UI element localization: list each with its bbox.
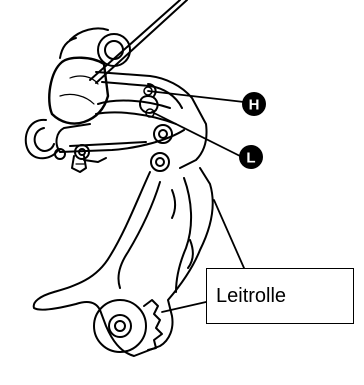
leader-lines [148,91,244,156]
cable-clamp [72,156,106,172]
low-limit-marker-label: L [246,150,255,167]
derailleur-body [49,58,206,168]
hanger-loop [26,120,58,158]
high-limit-marker-label: H [249,97,260,114]
guide-pulley [94,300,162,352]
leitrolle-callout-label: Leitrolle [216,285,286,308]
derailleur-cage [34,168,213,356]
leitrolle-callout-box: Leitrolle [206,268,354,324]
high-limit-marker: H [242,92,266,116]
low-limit-marker: L [239,145,263,169]
